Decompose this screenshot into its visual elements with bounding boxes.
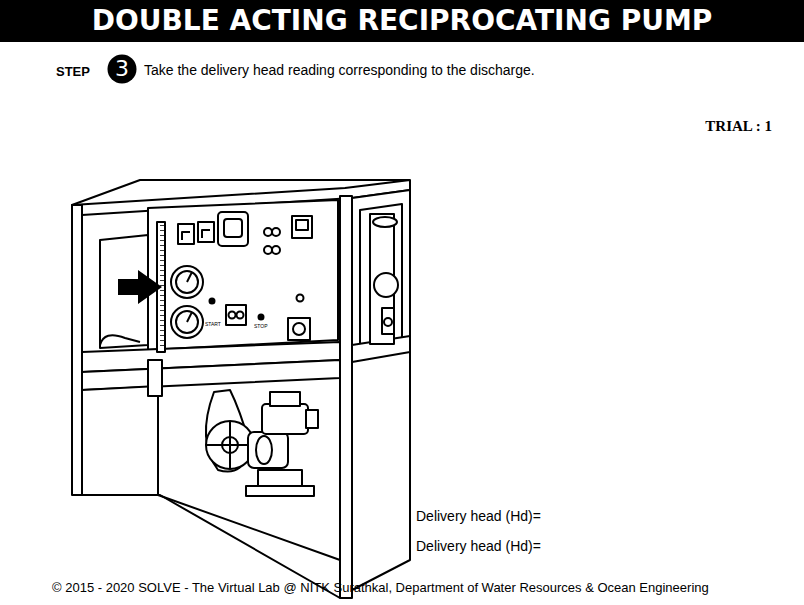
- page-title: DOUBLE ACTING RECIPROCATING PUMP: [0, 4, 804, 37]
- test-rig: [72, 180, 410, 598]
- pointer-arrow: [118, 270, 162, 304]
- start-label: START: [205, 321, 221, 327]
- stop-label: STOP: [254, 323, 268, 329]
- copyright-caption: © 2015 - 2020 SOLVE - The Virtual Lab @ …: [52, 580, 709, 595]
- step-number: 3: [115, 58, 129, 80]
- delivery-head-field: Delivery head (Hd)=: [416, 508, 541, 524]
- instruction-text: Take the delivery head reading correspon…: [144, 62, 535, 78]
- step-word: STEP: [56, 64, 90, 79]
- step-circle: 3: [107, 54, 137, 84]
- title-bar: [0, 0, 804, 42]
- delivery-head-field: Delivery head (Hd)=: [416, 538, 541, 554]
- circle-shape: [108, 55, 137, 84]
- trial-number: TRIAL : 1: [705, 118, 772, 135]
